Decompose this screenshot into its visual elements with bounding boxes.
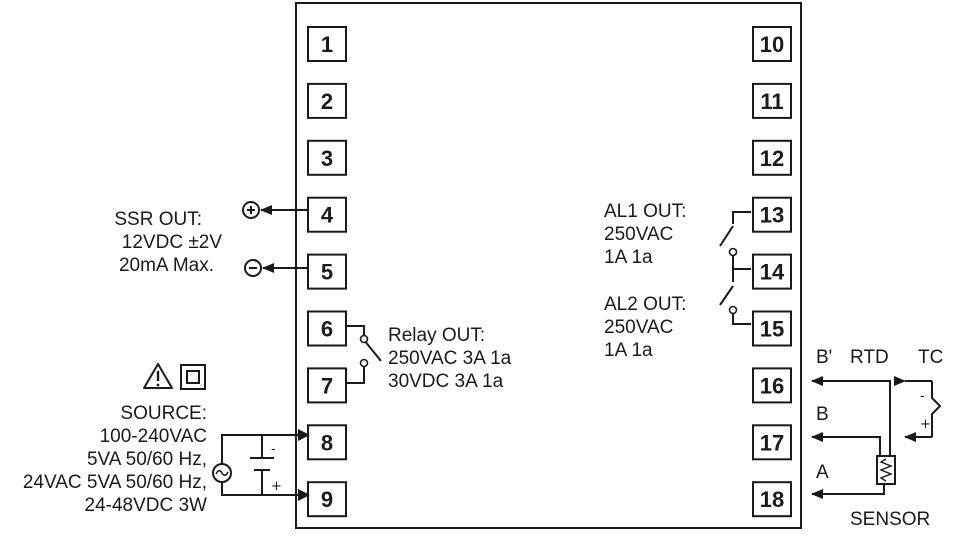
sensor-b-prime-label: B' bbox=[816, 347, 832, 368]
terminal-7: 7 bbox=[307, 367, 347, 404]
terminal-8: 8 bbox=[307, 424, 347, 461]
source-label-line3: 5VA 50/60 Hz, bbox=[87, 449, 207, 470]
right-terminal-strip: 10 11 12 13 14 15 16 17 18 bbox=[752, 26, 792, 518]
sensor-wire-b bbox=[811, 432, 881, 456]
terminal-number: 10 bbox=[760, 32, 784, 57]
terminal-number: 4 bbox=[321, 203, 334, 228]
sensor-a-label: A bbox=[816, 462, 829, 483]
terminal-15: 15 bbox=[752, 310, 792, 347]
sensor-wire-a bbox=[811, 484, 885, 499]
terminal-6: 6 bbox=[307, 310, 347, 347]
terminal-13: 13 bbox=[752, 196, 792, 233]
ac-source-icon bbox=[212, 463, 232, 483]
terminal-2: 2 bbox=[307, 82, 347, 119]
sensor-input: B' RTD TC B A - + SENSOR bbox=[811, 347, 943, 530]
terminal-1: 1 bbox=[307, 26, 347, 62]
source-minus-label: - bbox=[271, 442, 276, 457]
terminal-number: 2 bbox=[321, 89, 333, 114]
sensor-tc-label: TC bbox=[918, 347, 943, 368]
terminal-number: 1 bbox=[321, 32, 333, 57]
terminal-number: 3 bbox=[321, 146, 333, 171]
terminal-number: 15 bbox=[760, 317, 784, 342]
tc-plus-label: + bbox=[920, 417, 931, 432]
source-label-line5: 24-48VDC 3W bbox=[85, 495, 208, 516]
terminal-5: 5 bbox=[307, 253, 347, 290]
sensor-rtd-label: RTD bbox=[850, 347, 889, 368]
power-source: SOURCE: 100-240VAC 5VA 50/60 Hz, 24VAC 5… bbox=[23, 363, 310, 516]
thermocouple-icon bbox=[931, 381, 942, 437]
terminal-number: 9 bbox=[321, 487, 333, 512]
terminal-number: 8 bbox=[321, 430, 333, 455]
ssr-plus-icon bbox=[242, 201, 260, 219]
sensor-caption: SENSOR bbox=[850, 509, 930, 530]
al1-label-line3: 1A 1a bbox=[604, 247, 653, 268]
terminal-number: 14 bbox=[760, 260, 785, 285]
sensor-wire-b-prime bbox=[811, 376, 891, 456]
terminal-number: 18 bbox=[760, 487, 784, 512]
relay-label-line1: Relay OUT: bbox=[388, 325, 485, 346]
rtd-resistor-icon bbox=[876, 455, 896, 485]
terminal-14: 14 bbox=[752, 253, 792, 290]
source-wiring bbox=[221, 434, 298, 496]
ssr-output: SSR OUT: 12VDC ±2V 20mA Max. bbox=[114, 201, 308, 277]
al2-label-line3: 1A 1a bbox=[604, 340, 653, 361]
left-terminal-strip: 1 2 3 4 5 6 7 8 9 bbox=[307, 26, 347, 518]
al1-label-line1: AL1 OUT: bbox=[604, 201, 686, 222]
terminal-number: 5 bbox=[321, 260, 333, 285]
warning-icon bbox=[143, 363, 173, 389]
source-plus-label: + bbox=[271, 479, 282, 494]
al2-label-line1: AL2 OUT: bbox=[604, 294, 686, 315]
controller-body bbox=[295, 2, 802, 529]
al2-label-line2: 250VAC bbox=[604, 317, 673, 338]
relay-label-line3: 30VDC 3A 1a bbox=[388, 371, 504, 392]
terminal-number: 7 bbox=[321, 373, 333, 398]
alarm-outputs: AL1 OUT: 250VAC 1A 1a AL2 OUT: 250VAC 1A… bbox=[604, 201, 751, 361]
source-label-line1: SOURCE: bbox=[120, 403, 207, 424]
al1-label-line2: 250VAC bbox=[604, 224, 673, 245]
terminal-17: 17 bbox=[752, 424, 792, 461]
terminal-11: 11 bbox=[752, 82, 792, 119]
terminal-12: 12 bbox=[752, 139, 792, 176]
ssr-label-line2: 12VDC ±2V bbox=[122, 232, 223, 253]
terminal-number: 16 bbox=[760, 373, 784, 398]
terminal-10: 10 bbox=[752, 26, 792, 62]
relay-label-line2: 250VAC 3A 1a bbox=[388, 348, 512, 369]
terminal-number: 13 bbox=[760, 203, 784, 228]
terminal-9: 9 bbox=[307, 481, 347, 518]
al2-contact-icon bbox=[719, 269, 751, 325]
double-insulation-icon bbox=[180, 364, 206, 390]
relay-output: Relay OUT: 250VAC 3A 1a 30VDC 3A 1a bbox=[346, 325, 512, 392]
terminal-number: 17 bbox=[760, 430, 784, 455]
tc-minus-label: - bbox=[920, 389, 925, 404]
terminal-16: 16 bbox=[752, 367, 792, 404]
sensor-b-label: B bbox=[816, 404, 829, 425]
terminal-number: 6 bbox=[321, 317, 333, 342]
terminal-18: 18 bbox=[752, 481, 792, 518]
terminal-4: 4 bbox=[307, 196, 347, 233]
relay-contact-icon bbox=[346, 325, 382, 384]
source-label-line4: 24VAC 5VA 50/60 Hz, bbox=[23, 472, 207, 493]
terminal-number: 11 bbox=[760, 89, 783, 114]
al1-contact-icon bbox=[719, 211, 751, 270]
terminal-number: 12 bbox=[760, 146, 784, 171]
ssr-label-line1: SSR OUT: bbox=[114, 209, 202, 230]
source-label-line2: 100-240VAC bbox=[100, 426, 207, 447]
terminal-3: 3 bbox=[307, 139, 347, 176]
ssr-minus-icon bbox=[244, 259, 262, 277]
ssr-label-line3: 20mA Max. bbox=[119, 255, 214, 276]
